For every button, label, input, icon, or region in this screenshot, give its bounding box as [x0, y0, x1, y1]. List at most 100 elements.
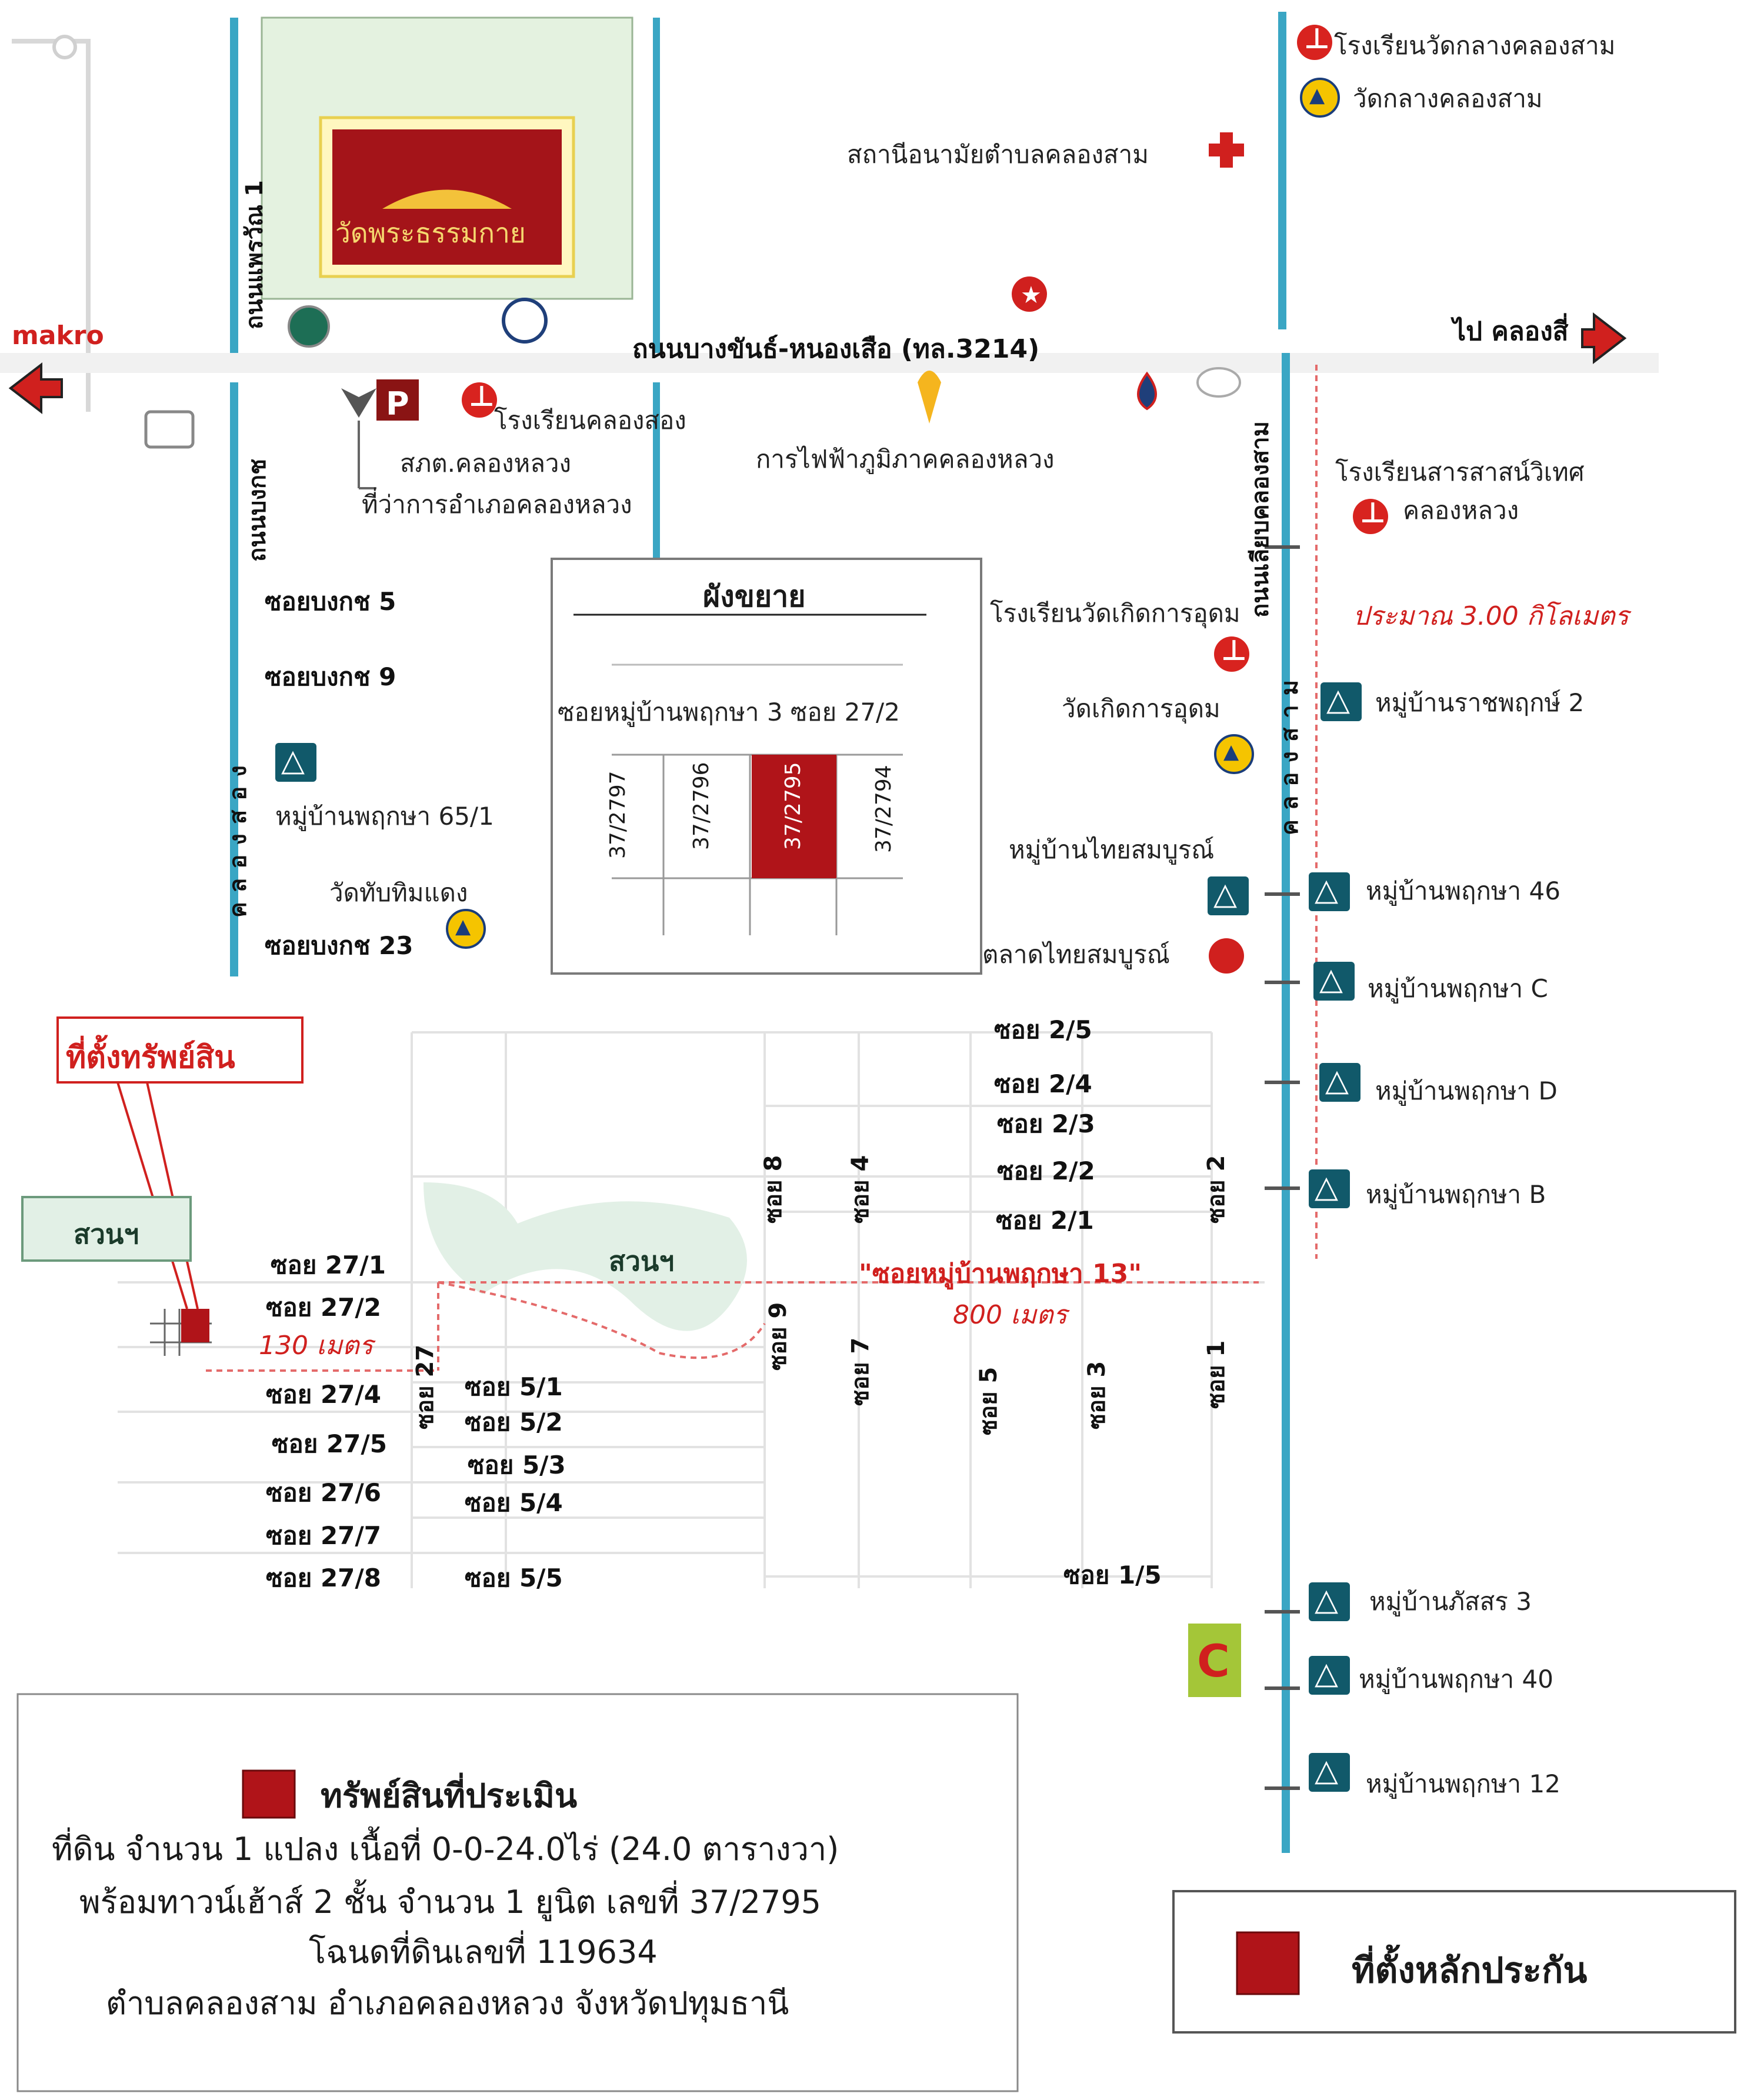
- village-icon: [1309, 1582, 1350, 1621]
- village-65-1-label: หมู่บ้านพฤกษา 65/1: [275, 802, 494, 831]
- dist-130-label: 130 เมตร: [259, 1331, 374, 1361]
- makro-label: makro: [12, 321, 104, 351]
- school-icon: [462, 380, 497, 418]
- village-icon: [1309, 1656, 1350, 1695]
- distance-lines: [206, 365, 1318, 1372]
- toyota-logo-icon: [1196, 367, 1241, 398]
- thai-somboon-market-label: ตลาดไทยสมบูรณ์: [982, 940, 1170, 969]
- parking-icon: [376, 379, 419, 421]
- school-icon: [1353, 496, 1388, 534]
- soi-pruksa-13-label: "ซอยหมู่บ้านพฤกษา 13": [859, 1259, 1142, 1289]
- village-icon: [1309, 1753, 1350, 1792]
- inset-soi-label: ซอยหมู่บ้านพฤกษา 3 ซอย 27/2: [558, 698, 900, 726]
- fuel-logo-icon: [1137, 371, 1157, 411]
- legend-swatch: [242, 1769, 296, 1819]
- soi-bongkot-5: ซอยบงกช 5: [265, 587, 396, 616]
- police-label: สภต.คลองหลวง: [400, 449, 572, 478]
- park-tag-label: สวนฯ: [74, 1218, 139, 1250]
- village-46-label: หมู่บ้านพฤกษา 46: [1366, 876, 1560, 905]
- school-icon: [1297, 22, 1332, 60]
- star-glyph: ★: [1021, 282, 1042, 309]
- parking-glyph: P: [386, 385, 409, 422]
- village-icon: [1208, 876, 1249, 915]
- wat-koet-label: วัดเกิดการอุดม: [1062, 694, 1221, 723]
- village-icon: [1309, 872, 1350, 911]
- soi-27-6: ซอย 27/6: [266, 1478, 381, 1507]
- soi-3: ซอย 3: [1083, 1361, 1111, 1429]
- park-tag: [21, 1196, 192, 1262]
- callout-line-2: [146, 1082, 199, 1309]
- soi-7: ซอย 7: [847, 1337, 874, 1406]
- soi-5-5: ซอย 5/5: [465, 1564, 563, 1592]
- road-bongkot-label: ถนนบงกช: [244, 458, 271, 562]
- road-klong-sam-label: ถนนเลียบคลองสาม: [1247, 421, 1274, 618]
- road-phaeravan-label: ถนนแพรวัณ 1: [241, 180, 268, 329]
- school-wat-klang-label: โรงเรียนวัดกลางคลองสาม: [1334, 31, 1616, 60]
- soi-5-1: ซอย 5/1: [465, 1372, 563, 1401]
- village-40-label: หมู่บ้านพฤกษา 40: [1359, 1665, 1553, 1694]
- plot-37-2797: 37/2797: [606, 771, 630, 859]
- garuda-icon: [341, 388, 376, 418]
- soi-2: ซอย 2: [1203, 1155, 1230, 1224]
- soi-5-3: ซอย 5/3: [468, 1451, 566, 1479]
- temple-label: วัดพระธรรมกาย: [335, 217, 526, 249]
- bank-logo-icon: [288, 305, 330, 348]
- thai-somboon-village-label: หมู่บ้านไทยสมบูรณ์: [1009, 835, 1215, 864]
- honda-logo-icon: [144, 410, 195, 449]
- village-icon: [1313, 962, 1355, 1001]
- soi-bongkot-9: ซอยบงกช 9: [265, 662, 396, 691]
- legend-line-3: โฉนดที่ดินเลขที่ 119634: [309, 1934, 658, 1971]
- plot-37-2794: 37/2794: [872, 765, 896, 853]
- approx-distance-label: ประมาณ 3.00 กิโลเมตร: [1353, 601, 1629, 631]
- park-label: สวนฯ: [609, 1245, 675, 1277]
- inset-title: ผังขยาย: [703, 579, 806, 614]
- legend-title: ทรัพย์สินที่ประเมิน: [321, 1777, 578, 1815]
- wat-thapthim-label: วัดทับทิมแดง: [329, 878, 468, 907]
- legend-line-2: พร้อมทาวน์เฮ้าส์ 2 ชั้น จำนวน 1 ยูนิต เล…: [79, 1884, 822, 1921]
- callout-box: [56, 1016, 304, 1084]
- school-saran-label-2: คลองหลวง: [1403, 496, 1519, 525]
- village-12-label: หมู่บ้านพฤกษา 12: [1366, 1769, 1560, 1798]
- soi-27-7: ซอย 27/7: [266, 1521, 381, 1550]
- soi-2-2: ซอย 2/2: [997, 1156, 1095, 1185]
- district-office-label: ที่ว่าการอำเภอคลองหลวง: [362, 490, 632, 519]
- road-bangkhan: [0, 353, 1659, 373]
- school-saran-label: โรงเรียนสารสาสน์วิเทศ: [1335, 458, 1585, 486]
- to-klong-si-label: ไป คลองสี่: [1453, 316, 1569, 346]
- soi-27-1: ซอย 27/1: [271, 1251, 386, 1279]
- inset-subject-lot: [752, 755, 836, 878]
- property-location-label: ที่ตั้งทรัพย์สิน: [66, 1040, 235, 1075]
- star-logo-icon: [1012, 276, 1047, 312]
- village-d-label: หมู่บ้านพฤกษา D: [1375, 1076, 1558, 1105]
- village-ratchaphruek-label: หมู่บ้านราชพฤกษ์ 2: [1375, 688, 1585, 717]
- village-icon: [1320, 682, 1362, 721]
- soi-27: ซอย 27: [412, 1344, 439, 1429]
- soi-27-5: ซอย 27/5: [272, 1429, 387, 1458]
- soi-2-5: ซอย 2/5: [994, 1015, 1092, 1044]
- dist-800-label: 800 เมตร: [953, 1300, 1068, 1330]
- soi-1-5: ซอย 1/5: [1063, 1561, 1162, 1589]
- temple-dome: [382, 189, 512, 209]
- soi-bongkot-23: ซอยบงกช 23: [265, 931, 414, 960]
- soi-5: ซอย 5: [975, 1366, 1002, 1435]
- soi-5-2: ซอย 5/2: [465, 1408, 563, 1436]
- legend-line-1: ที่ดิน จำนวน 1 แปลง เนื้อที่ 0-0-24.0ไร่…: [52, 1831, 839, 1868]
- collateral-legend-label: ที่ตั้งหลักประกัน: [1352, 1950, 1588, 1991]
- legend-frame: [16, 1693, 1019, 2092]
- village-b-label: หมู่บ้านพฤกษา B: [1366, 1180, 1546, 1209]
- market-icon: [1209, 938, 1244, 974]
- callout-line-1: [116, 1082, 188, 1309]
- soi-27-8: ซอย 27/8: [266, 1564, 381, 1592]
- health-cross-icon: [1209, 132, 1244, 168]
- road-corner: [12, 39, 91, 412]
- wat-klang-label: วัดกลางคลองสาม: [1353, 84, 1543, 113]
- soi-2-4: ซอย 2/4: [994, 1069, 1092, 1098]
- village-c-label: หมู่บ้านพฤกษา C: [1368, 974, 1548, 1003]
- soi-5-4: ซอย 5/4: [465, 1488, 563, 1517]
- klong-sam-label: คลองสาม: [1276, 670, 1303, 835]
- soi-2-1: ซอย 2/1: [996, 1206, 1094, 1235]
- school-wat-koet-label: โรงเรียนวัดเกิดการอุดม: [990, 599, 1241, 628]
- pea-logo-icon: [918, 371, 941, 424]
- legend-line-4: ตำบลคลองสาม อำเภอคลองหลวง จังหวัดปทุมธาน…: [106, 1985, 789, 2022]
